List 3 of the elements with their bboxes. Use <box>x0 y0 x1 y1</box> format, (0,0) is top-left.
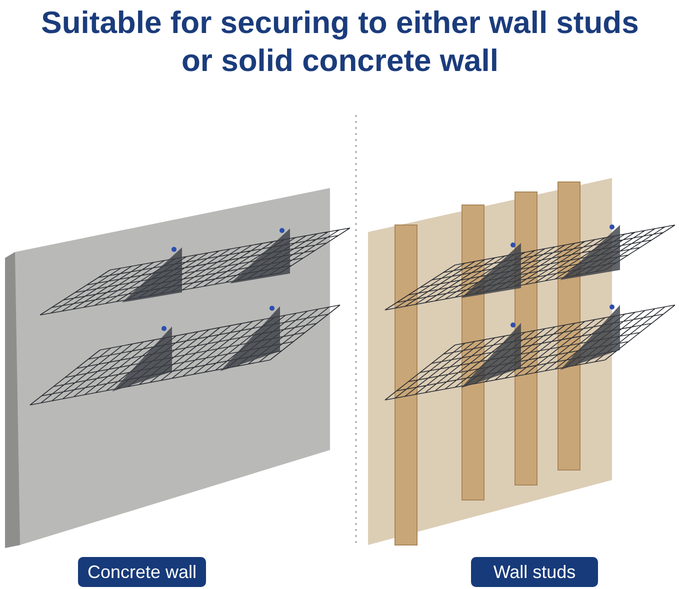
caption-label: Concrete wall <box>78 557 206 587</box>
title: Suitable for securing to either wall studs or solid concrete wall <box>40 4 640 80</box>
caption-label: Wall studs <box>471 557 598 587</box>
